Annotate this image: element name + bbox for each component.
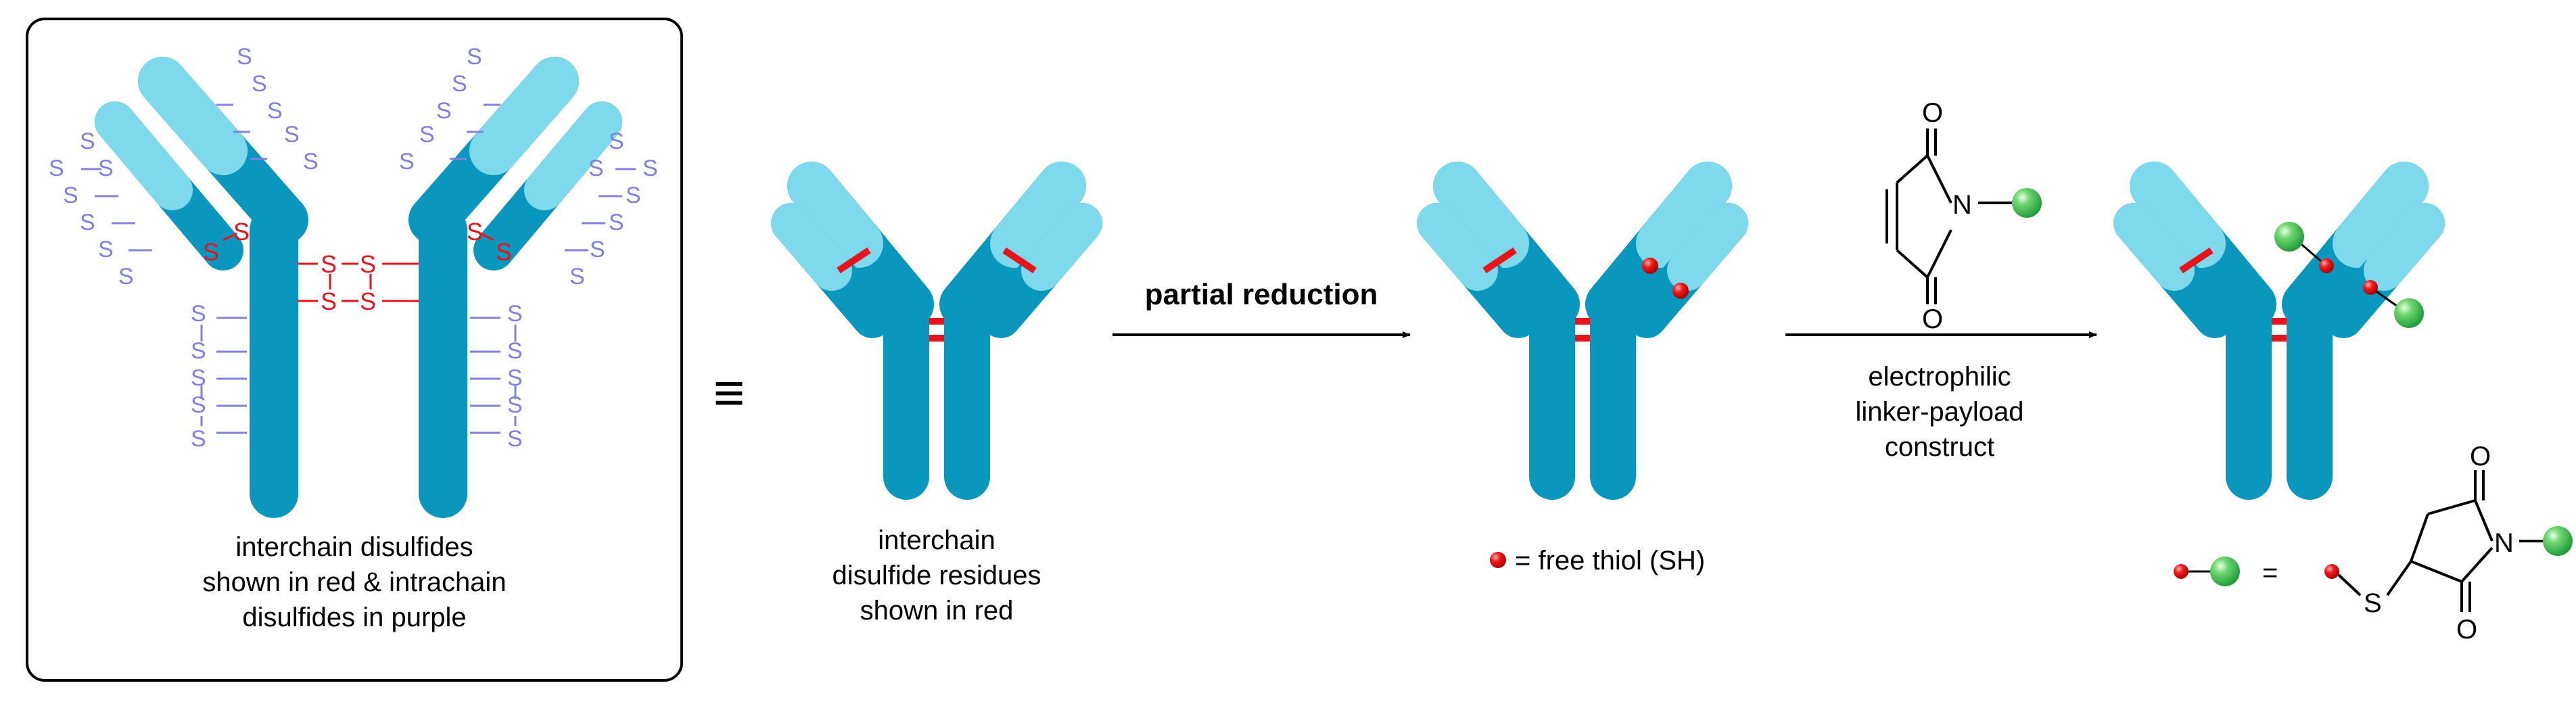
caption-line: shown in red & intrachain	[202, 567, 506, 597]
s-atom: S	[360, 250, 376, 278]
thiol-attachment-dot	[2363, 280, 2378, 295]
s-atom: S	[590, 237, 605, 262]
s-atom: S	[399, 149, 415, 174]
panel1-intrachain-disulfides	[81, 103, 636, 434]
arrow-partial-reduction: partial reduction	[1113, 278, 1411, 338]
s-atom: S	[237, 44, 252, 70]
arrow-label-line: linker-payload	[1855, 397, 2023, 427]
free-thiol-dot	[1642, 258, 1658, 274]
panel1-antibody	[95, 57, 622, 518]
s-atom: S	[419, 122, 435, 147]
panel1-intrachain-sulfur-labels: S S S S S S S S S S S S S S S S S S S S …	[49, 44, 658, 452]
s-atom: S	[191, 301, 206, 327]
oxygen-atom: O	[1922, 304, 1943, 334]
payload-ball	[2274, 222, 2304, 252]
free-thiol-dot	[1490, 552, 1506, 568]
caption-line: interchain disulfides	[235, 532, 473, 562]
s-atom: S	[467, 218, 483, 245]
panel3-antibody	[1417, 162, 1748, 500]
panel1-box	[26, 18, 683, 682]
arrow-label: partial reduction	[1145, 278, 1378, 311]
caption-line: disulfide residues	[832, 561, 1041, 590]
s-atom: S	[507, 392, 523, 418]
s-atom: S	[507, 338, 523, 364]
thiol-attachment-dot	[2324, 564, 2339, 579]
s-atom: S	[303, 149, 319, 174]
panel1-caption: interchain disulfides shown in red & int…	[202, 532, 506, 632]
panel2-caption: interchain disulfide residues shown in r…	[832, 525, 1041, 626]
s-atom: S	[191, 365, 206, 391]
legend-text: = free thiol (SH)	[1515, 546, 1705, 576]
caption-line: interchain	[878, 525, 995, 555]
equals-sign: =	[2262, 558, 2278, 588]
oxygen-atom: O	[1922, 98, 1943, 128]
s-atom: S	[452, 71, 467, 97]
s-atom: S	[191, 392, 206, 418]
s-atom: S	[98, 237, 114, 262]
s-atom: S	[467, 44, 482, 70]
s-atom: S	[507, 365, 523, 391]
s-atom: S	[191, 338, 206, 364]
payload-ball	[2210, 557, 2240, 586]
s-atom: S	[63, 183, 78, 208]
s-atom: S	[360, 287, 376, 315]
panel2-antibody	[771, 162, 1102, 500]
equivalence-symbol: ≡	[713, 362, 745, 423]
s-atom: S	[233, 218, 250, 245]
payload-ball	[2012, 188, 2042, 218]
panel3-legend: = free thiol (SH)	[1490, 546, 1705, 576]
panel4-legend: = S O O N	[2174, 442, 2573, 645]
s-atom: S	[609, 128, 624, 154]
nitrogen-atom: N	[1952, 190, 1972, 220]
s-atom: S	[321, 250, 337, 278]
s-atom: S	[191, 426, 206, 452]
payload-ball	[2394, 298, 2424, 328]
s-atom: S	[252, 71, 267, 97]
oxygen-atom: O	[2470, 442, 2491, 471]
panel1-interchain-disulfides: S S S S S S S S	[203, 218, 512, 315]
s-atom: S	[436, 98, 452, 124]
caption-line: shown in red	[860, 596, 1014, 626]
s-atom: S	[80, 128, 95, 154]
arrow-label-line: electrophilic	[1868, 362, 2011, 392]
s-atom: S	[284, 122, 300, 147]
sulfur-atom: S	[2364, 588, 2382, 618]
maleimide-reagent: O O N	[1886, 98, 2042, 334]
s-atom: S	[569, 264, 585, 289]
oxygen-atom: O	[2456, 615, 2477, 645]
s-atom: S	[642, 156, 658, 181]
s-atom: S	[118, 264, 134, 289]
s-atom: S	[507, 426, 523, 452]
s-atom: S	[80, 210, 95, 235]
s-atom: S	[626, 183, 641, 208]
free-thiol-dot	[1672, 283, 1689, 299]
panel4-antibody	[2113, 162, 2445, 500]
payload-ball	[2543, 526, 2573, 556]
s-atom: S	[98, 156, 114, 181]
thiol-attachment-dot	[2174, 564, 2188, 579]
caption-line: disulfides in purple	[242, 603, 466, 632]
s-atom: S	[49, 156, 64, 181]
thiol-attachment-dot	[2319, 258, 2334, 273]
s-atom: S	[588, 156, 604, 181]
s-atom: S	[321, 287, 337, 315]
arrow-conjugation: electrophilic linker-payload construct	[1785, 331, 2097, 462]
s-atom: S	[267, 98, 283, 124]
s-atom: S	[507, 301, 523, 327]
s-atom: S	[496, 238, 512, 266]
arrow-label-line: construct	[1885, 432, 1994, 462]
nitrogen-atom: N	[2494, 528, 2514, 558]
s-atom: S	[609, 210, 624, 235]
s-atom: S	[203, 238, 219, 266]
